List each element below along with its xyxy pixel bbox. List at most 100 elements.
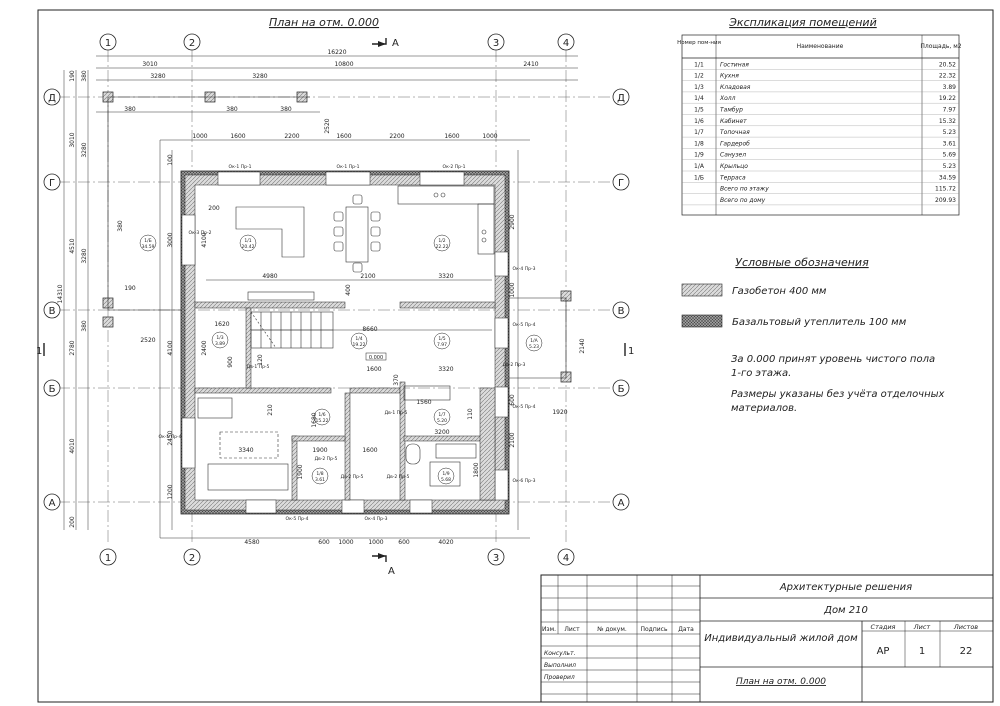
svg-text:1/5: 1/5 (438, 336, 445, 342)
dimension-text: 1600 (230, 133, 245, 140)
dimension-text: 2520 (140, 337, 155, 344)
dimension-text: 1560 (416, 399, 431, 406)
dimension-text: 10800 (334, 61, 353, 68)
svg-text:22.22: 22.22 (436, 244, 449, 250)
interior-walls (194, 301, 496, 501)
opening-tag: Дв-2 Пр-5 (387, 474, 410, 480)
room-tags: 1/1 20.42 1/2 22.22 1/3 3.89 1/4 19.22 1… (139, 234, 543, 485)
opening-tags: Ок-1 Пр-1 Ок-1 Пр-1 Ок-2 Пр-1 Ок-3 Пр-2 … (159, 164, 536, 522)
explication-cell-number: 1/6 (694, 118, 704, 125)
explication-cell-name: Кладовая (720, 84, 751, 91)
dimension-text: 3340 (238, 447, 253, 454)
opening-tag: Ок-1 Пр-1 (337, 164, 360, 170)
dimension-text: 190 (69, 70, 76, 82)
dimension-text: 900 (227, 356, 234, 368)
explication-cell-name: Кухня (720, 73, 739, 80)
explication-cell-number: 1/8 (694, 140, 704, 147)
dimension-text: 3010 (142, 61, 157, 68)
title-section: Архитектурные решения (779, 582, 912, 593)
dimension-text: 16220 (327, 49, 346, 56)
dimension-text: 1680 (311, 412, 318, 427)
dimension-text: 2520 (324, 118, 331, 133)
axis-label-2-bottom: 2 (189, 553, 195, 564)
furniture (197, 185, 495, 491)
dimension-texts: 16220 3010 10800 2410 3280 3280 380 380 … (57, 49, 586, 546)
dimension-text: 190 (124, 285, 136, 292)
svg-text:1/1: 1/1 (244, 238, 251, 244)
room-tag: 1/5 7.97 (433, 332, 451, 350)
explication-cell-area: 3.89 (943, 84, 957, 91)
dimension-text: 380 (81, 320, 88, 332)
dimension-text: 1600 (336, 133, 351, 140)
dimension-text: 2450 (167, 430, 174, 445)
dimension-text: 2100 (360, 273, 375, 280)
dimension-text: 600 (318, 539, 330, 546)
opening-tag: Дв-2 Пр-5 (315, 456, 338, 462)
explication-cell-area: 5.23 (943, 129, 957, 136)
dimension-text: 1900 (312, 447, 327, 454)
dimension-text: 3280 (252, 73, 267, 80)
svg-text:1: 1 (36, 346, 42, 357)
dimension-text: 2400 (201, 340, 208, 355)
room-tag: 1/9 5.68 (437, 467, 455, 485)
note-line: Размеры указаны без учёта отделочных (731, 388, 945, 400)
opening-tag: Ок-5 Пр-4 (159, 434, 182, 440)
section-mark-bottom: А (372, 553, 395, 577)
title-meta-value: 1 (919, 646, 925, 657)
dimension-text: 3280 (81, 248, 88, 263)
dimension-text: 3280 (150, 73, 165, 80)
explication-table: Экспликация помещений Номер пом-ния Наим… (677, 16, 962, 216)
room-tag: 1/1 20.42 (239, 234, 257, 252)
axis-label-g-left: Г (49, 178, 55, 189)
svg-text:1/9: 1/9 (442, 471, 449, 477)
explication-cell-name: Гардероб (720, 140, 750, 147)
dimension-text: 1600 (362, 447, 377, 454)
dimension-text: 380 (280, 106, 292, 113)
explication-header-area: Площадь, м2 (920, 43, 961, 50)
title-col-header: Лист (564, 626, 580, 633)
dimension-text: 380 (81, 70, 88, 82)
exterior-walls (180, 170, 510, 515)
title-project: Дом 210 (823, 605, 868, 616)
note-line: За 0.000 принят уровень чистого пола (731, 354, 935, 365)
title-block: Изм. Лист № докум. Подпись Дата Консульт… (540, 574, 994, 703)
dimension-text: 3320 (438, 273, 453, 280)
explication-cell-name: Всего по этажу (720, 186, 769, 193)
axis-label-1-top: 1 (105, 38, 111, 49)
explication-title: Экспликация помещений (728, 16, 877, 29)
dimension-text: 1000 (509, 282, 516, 297)
opening-tag: Ок-1 Пр-1 (229, 164, 252, 170)
dimension-text: 1620 (214, 321, 229, 328)
explication-cell-area: 20.52 (939, 61, 956, 68)
title-meta-value: АР (877, 646, 890, 657)
opening-tag: Ок-2 Пр-1 (443, 164, 466, 170)
explication-cell-area: 5.23 (943, 163, 957, 170)
explication-cell-name: Крыльцо (720, 163, 748, 170)
axis-label-d-right: Д (617, 93, 625, 104)
dimension-text: 600 (398, 539, 410, 546)
svg-text:3.89: 3.89 (215, 341, 225, 347)
axis-label-1-bottom: 1 (105, 553, 111, 564)
dimension-text: 2100 (509, 432, 516, 447)
svg-text:5.68: 5.68 (441, 477, 451, 483)
dimension-text: 200 (208, 205, 220, 212)
legend-swatch-gas-concrete (681, 283, 723, 297)
dimension-text: 4510 (69, 238, 76, 253)
dimension-text: 2900 (509, 214, 516, 229)
opening-tag: Ок-4 Пр-3 (513, 266, 536, 272)
dimension-text: 4980 (262, 273, 277, 280)
dimension-text: 380 (117, 220, 124, 232)
opening-tag: Ок-5 Пр-4 (513, 322, 536, 328)
title-col-header: Дата (678, 626, 694, 633)
svg-text:1/Б: 1/Б (144, 238, 151, 244)
dimension-text: 3320 (438, 366, 453, 373)
dimension-text: 1600 (366, 366, 381, 373)
axis-label-d-left: Д (48, 93, 56, 104)
opening-tag: Дв-2 Пр-5 (341, 474, 364, 480)
opening-tag: Ок-5 Пр-4 (286, 516, 309, 522)
svg-text:1/7: 1/7 (438, 412, 445, 418)
axis-label-a-left: А (49, 498, 56, 509)
dimension-text: 3000 (167, 232, 174, 247)
axis-label-2-top: 2 (189, 38, 195, 49)
